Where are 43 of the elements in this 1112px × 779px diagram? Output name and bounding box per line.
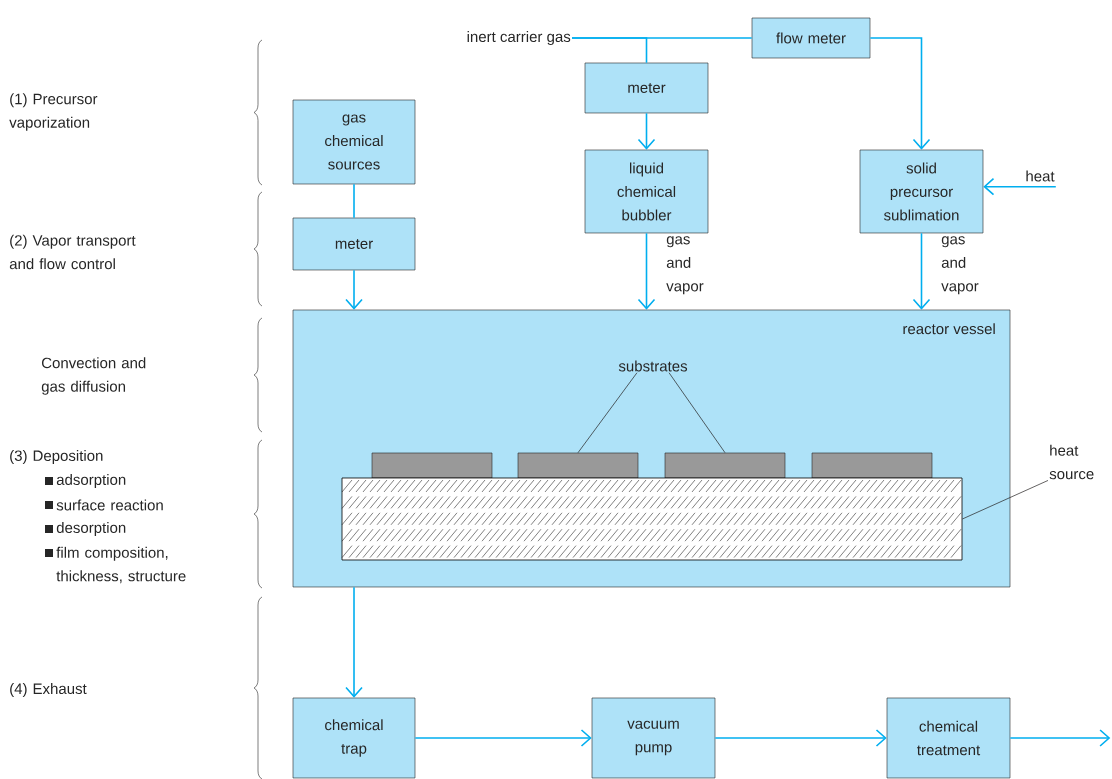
arrow	[983, 177, 1057, 196]
heater-plate	[341, 477, 963, 561]
flow-label: gas and vapor	[941, 236, 979, 295]
substrate	[371, 452, 493, 479]
stage-label: film composition, thickness, structure	[56, 546, 186, 584]
leader-line	[962, 480, 1049, 520]
leader-line	[668, 372, 726, 454]
text-label: heat source	[1049, 444, 1094, 480]
process-box: chemical treatment	[886, 697, 1011, 779]
process-box: flow meter	[751, 17, 871, 59]
arrow	[1009, 729, 1111, 747]
process-box: gas chemical sources	[292, 99, 416, 185]
leader-line	[577, 372, 638, 454]
stage-label: (4) Exhaust	[10, 683, 87, 697]
text-label: inert carrier gas	[467, 31, 571, 45]
arrow	[345, 269, 363, 310]
stage-label: (2) Vapor transport and flow control	[9, 234, 136, 270]
process-box: solid precursor sublimation	[859, 149, 984, 234]
process-box: vacuum pump	[591, 697, 716, 779]
arrow	[637, 232, 656, 310]
connector-line	[571, 37, 648, 64]
stage-label: (3) Deposition	[10, 450, 103, 464]
stage-label: Convection and gas diffusion	[41, 357, 146, 395]
stage-label: (1) Precursor vaporization	[9, 93, 98, 131]
arrow	[912, 232, 931, 310]
stage-label: adsorption	[56, 474, 126, 488]
arrow	[345, 586, 363, 698]
substrate	[811, 452, 933, 479]
arrow	[869, 37, 931, 150]
connector-line	[353, 183, 355, 219]
text-label: heat	[1026, 170, 1055, 182]
flow-label: gas and vapor	[666, 236, 704, 295]
process-box: meter	[292, 217, 416, 271]
stage-label: desorption	[56, 522, 126, 536]
substrate	[517, 452, 639, 479]
arrow	[637, 112, 656, 150]
arrow	[714, 729, 887, 747]
substrate	[664, 452, 786, 479]
arrow	[414, 729, 592, 747]
process-box: meter	[584, 62, 709, 114]
text-label: substrates	[618, 360, 688, 372]
process-box: chemical trap	[292, 697, 416, 779]
stage-label: surface reaction	[56, 499, 163, 511]
